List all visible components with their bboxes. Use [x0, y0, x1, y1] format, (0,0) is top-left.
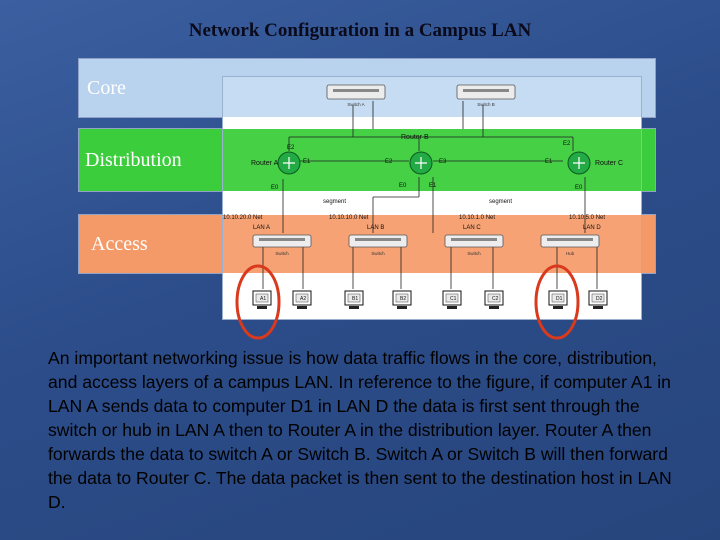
slide-title: Network Configuration in a Campus LAN: [188, 20, 532, 41]
core-switch-a-label: Switch A: [347, 102, 364, 107]
access-layer-label: Access: [91, 233, 148, 255]
router-b-port-e3: E3: [439, 159, 447, 165]
lan-c-name: LAN C: [463, 225, 481, 231]
router-b: Router B E2 E3 E0 E1: [385, 134, 447, 189]
router-b-port-e1: E1: [429, 183, 437, 189]
router-a-port-e0: E0: [271, 185, 279, 191]
host-a1-label: A1: [260, 296, 266, 302]
explanation-paragraph: An important networking issue is how dat…: [48, 348, 672, 512]
core-switch-b-label: Switch B: [477, 102, 495, 107]
lan-d-net: 10.10.5.0 Net: [569, 215, 605, 221]
router-b-label: Router B: [401, 134, 429, 141]
router-a: Router A E2 E1 E0: [251, 145, 311, 191]
lan-c-net: 10.10.1.0 Net: [459, 215, 495, 221]
lan-b-device-label: Switch: [371, 251, 385, 256]
distribution-layer-label: Distribution: [85, 149, 182, 171]
network-diagram: Switch A Switch B Router A E2 E1 E0 Rout…: [222, 76, 642, 320]
canvas-gap: [223, 117, 641, 129]
core-switch-a: Switch A: [326, 84, 386, 107]
segment-label-1: segment: [323, 199, 346, 205]
core-layer-label: Core: [87, 77, 126, 99]
host-d1-label: D1: [556, 296, 563, 302]
lan-c-device-label: Switch: [467, 251, 481, 256]
router-a-label: Router A: [251, 160, 279, 167]
host-b2: B2: [392, 290, 412, 309]
router-b-port-e0: E0: [399, 183, 407, 189]
router-c: Router C E2 E1 E0: [545, 141, 623, 191]
lan-a-switch: Switch: [252, 234, 312, 256]
lan-c-switch: Switch: [444, 234, 504, 256]
canvas-core-tint: [223, 77, 641, 117]
lan-a-net: 10.10.20.0 Net: [223, 215, 263, 221]
lan-b-net: 10.10.10.0 Net: [329, 215, 369, 221]
router-c-port-e2: E2: [563, 141, 571, 147]
lan-b-switch: Switch: [348, 234, 408, 256]
lan-a-name: LAN A: [253, 225, 270, 231]
host-d2-label: D2: [596, 296, 603, 302]
host-c1-label: C1: [450, 296, 457, 302]
router-c-label: Router C: [595, 160, 623, 167]
router-b-port-e2: E2: [385, 159, 393, 165]
host-b1: B1: [344, 290, 364, 309]
router-c-port-e0: E0: [575, 185, 583, 191]
lan-d-name: LAN D: [583, 225, 601, 231]
router-a-port-e2: E2: [287, 145, 295, 151]
lan-d-hub: Hub: [540, 234, 600, 256]
host-a2: A2: [292, 290, 312, 309]
host-a2-label: A2: [300, 296, 306, 302]
segment-label-2: segment: [489, 199, 512, 205]
canvas-gap-2: [223, 191, 641, 215]
core-switch-b: Switch B: [456, 84, 516, 107]
router-c-port-e1: E1: [545, 159, 553, 165]
router-a-port-e1: E1: [303, 159, 311, 165]
host-b1-label: B1: [352, 296, 358, 302]
host-d2: D2: [588, 290, 608, 309]
lan-d-device-label: Hub: [566, 251, 575, 256]
host-b2-label: B2: [400, 296, 406, 302]
lan-a-device-label: Switch: [275, 251, 289, 256]
host-c1: C1: [442, 290, 462, 309]
host-c2-label: C2: [492, 296, 499, 302]
host-c2: C2: [484, 290, 504, 309]
lan-b-name: LAN B: [367, 225, 384, 231]
canvas-host-area: [223, 273, 641, 319]
